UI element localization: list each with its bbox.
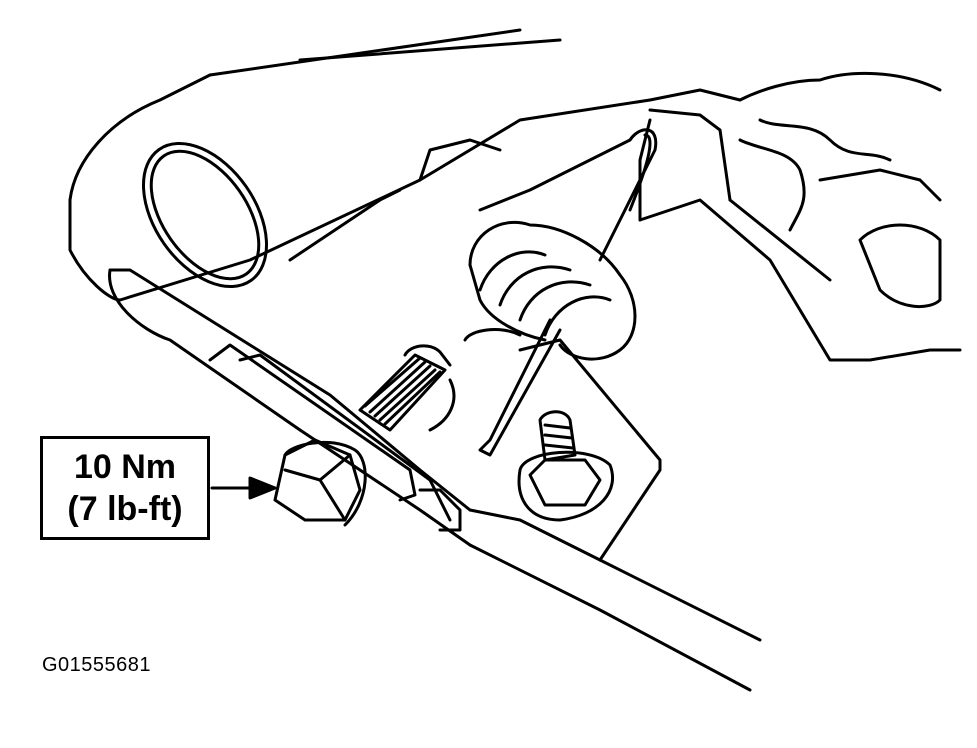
torque-value-nm: 10 Nm (73, 448, 177, 486)
torque-value-lbft: (7 lb-ft) (67, 490, 183, 528)
small-bolt (517, 410, 614, 522)
cable (478, 128, 658, 457)
torque-callout-box: 10 Nm (7 lb-ft) (40, 436, 210, 540)
right-bracket (518, 71, 962, 562)
bracket-plate (108, 268, 762, 692)
hex-flange-nut (273, 438, 367, 527)
rubber-boot (463, 220, 637, 361)
tube-opening (141, 141, 269, 289)
threaded-stud (358, 344, 456, 432)
callout-arrow (210, 476, 277, 500)
figure-id-label: G01555681 (42, 654, 152, 676)
